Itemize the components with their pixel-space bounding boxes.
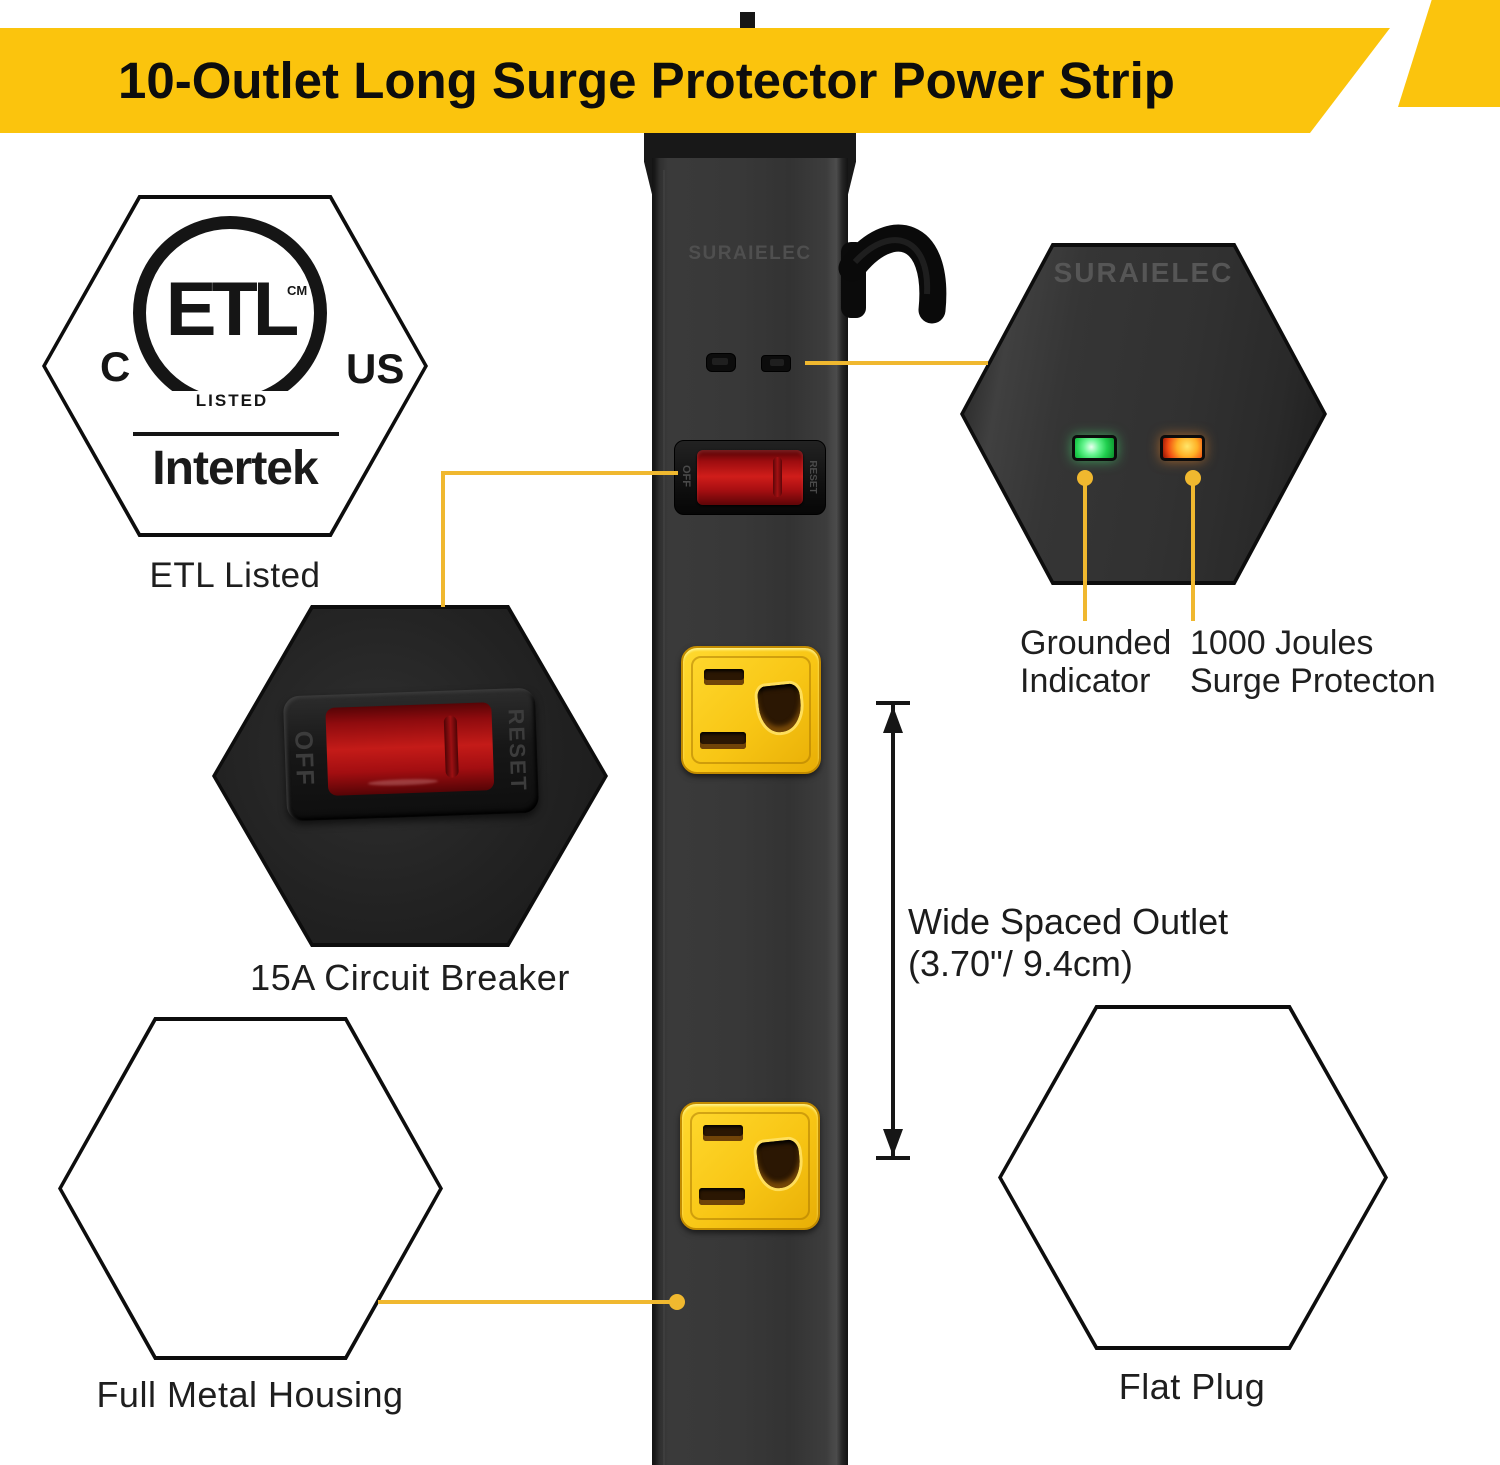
title-banner: 10-Outlet Long Surge Protector Power Str… xyxy=(0,28,1390,133)
breaker-label: 15A Circuit Breaker xyxy=(250,957,570,998)
surge-indicator-light xyxy=(1160,435,1205,461)
grounded-indicator-label: Grounded Indicator xyxy=(1020,624,1172,700)
plug-hexagon xyxy=(998,1005,1388,1350)
breaker-closeup-rocker[interactable] xyxy=(325,702,495,796)
power-cord xyxy=(838,224,947,324)
housing-hexagon xyxy=(58,1017,443,1360)
breaker-closeup-reset: RESET xyxy=(503,708,532,793)
breaker-closeup-bezel: OFF RESET xyxy=(282,687,540,822)
grounded-window xyxy=(706,353,736,372)
off-text: OFF xyxy=(680,465,692,487)
etl-us: US xyxy=(346,345,405,392)
page-title: 10-Outlet Long Surge Protector Power Str… xyxy=(118,52,1175,109)
strip-left-seam xyxy=(663,170,665,1465)
etl-c: C xyxy=(100,343,131,390)
surge-callout-line xyxy=(1191,484,1195,621)
dimension-arrowhead-down xyxy=(883,1129,903,1156)
surge-window xyxy=(761,355,791,372)
etl-letters: ETL xyxy=(165,266,300,352)
etl-listed: LISTED xyxy=(157,391,307,411)
reset-text: RESET xyxy=(807,460,818,494)
grounded-callout-line xyxy=(1083,484,1087,621)
surge-callout-dot xyxy=(1185,470,1201,486)
dimension-cap-bottom xyxy=(876,1156,910,1160)
strip-brand-logo: SURAIELEC xyxy=(688,243,812,264)
housing-callout-hline xyxy=(378,1300,677,1304)
indicator-hexagon: SURAIELEC xyxy=(960,243,1327,585)
surge-indicator-label: 1000 Joules Surge Protecton xyxy=(1190,624,1436,700)
grounded-indicator-light xyxy=(1072,435,1117,461)
indicator-callout-hline xyxy=(805,361,988,365)
outlet-2-slot-top xyxy=(703,1125,743,1141)
etl-label: ETL Listed xyxy=(149,556,321,595)
etl-intertek: Intertek xyxy=(152,442,318,495)
dimension-line xyxy=(891,705,895,1158)
breaker-callout-vline xyxy=(441,471,445,607)
breaker-switch[interactable]: OFF RESET xyxy=(674,440,826,515)
rocker[interactable] xyxy=(697,450,803,505)
breaker-callout-hline xyxy=(441,471,678,475)
dimension-arrowhead-up xyxy=(883,706,903,733)
banner-corner-accent xyxy=(1398,0,1500,107)
dimension-cap-top xyxy=(876,701,910,705)
etl-divider xyxy=(133,432,339,436)
strip-right-seam xyxy=(834,170,836,1465)
plug-label: Flat Plug xyxy=(1118,1366,1266,1407)
outlet-1-slot-top xyxy=(704,669,744,685)
grounded-callout-dot xyxy=(1077,470,1093,486)
hexagon-brand-logo: SURAIELEC xyxy=(1053,257,1234,288)
outlet-2[interactable] xyxy=(680,1102,820,1230)
spacing-note-line2: (3.70"/ 9.4cm) xyxy=(908,943,1133,984)
spacing-note: Wide Spaced Outlet (3.70"/ 9.4cm) xyxy=(908,901,1228,985)
housing-callout-dot xyxy=(669,1294,685,1310)
breaker-closeup-off: OFF xyxy=(289,730,320,788)
outlet-2-slot-bottom xyxy=(699,1188,745,1205)
etl-mark: ETL CM LISTED C US Intertek xyxy=(42,195,428,537)
spacing-note-line1: Wide Spaced Outlet xyxy=(908,901,1229,942)
breaker-hexagon: OFF RESET xyxy=(212,605,608,947)
outlet-1-slot-bottom xyxy=(700,732,746,749)
etl-cm: CM xyxy=(287,283,308,298)
outlet-1[interactable] xyxy=(681,646,821,774)
power-strip-body xyxy=(652,158,848,1465)
housing-label: Full Metal Housing xyxy=(96,1374,404,1415)
